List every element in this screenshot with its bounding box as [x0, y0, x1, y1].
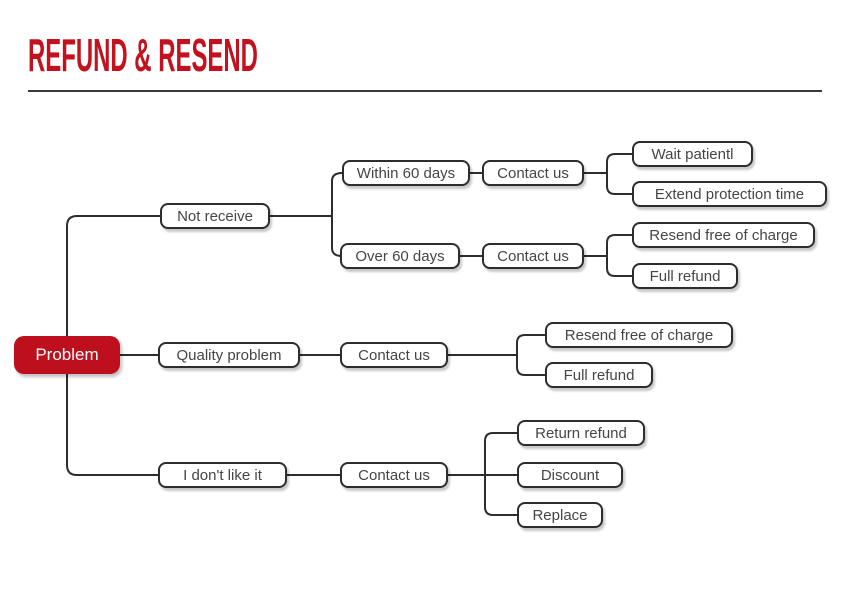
node-quality-problem: Quality problem [158, 342, 300, 368]
node-i-dont-like-it: I don't like it [158, 462, 287, 488]
node-extend-protection-time: Extend protection time [632, 181, 827, 207]
connector-split-resend2 [516, 334, 545, 376]
node-not-receive: Not receive [160, 203, 270, 229]
node-resend-free-of-charge-2: Resend free of charge [545, 322, 733, 348]
node-full-refund-2: Full refund [545, 362, 653, 388]
connector-split-resend1 [606, 234, 632, 277]
connector-split-return [484, 432, 517, 516]
node-replace: Replace [517, 502, 603, 528]
node-contact-us-1: Contact us [482, 160, 584, 186]
node-contact-us-4: Contact us [340, 462, 448, 488]
node-discount: Discount [517, 462, 623, 488]
node-full-refund-1: Full refund [632, 263, 738, 289]
connector-split-60days [331, 172, 343, 257]
node-resend-free-of-charge-1: Resend free of charge [632, 222, 815, 248]
title-underline [28, 90, 822, 92]
node-contact-us-2: Contact us [482, 243, 584, 269]
page-title: REFUND & RESEND [28, 29, 258, 81]
node-over-60-days: Over 60 days [340, 243, 460, 269]
connector-split-wait [606, 153, 632, 195]
node-return-refund: Return refund [517, 420, 645, 446]
node-problem: Problem [14, 336, 120, 374]
node-within-60-days: Within 60 days [342, 160, 470, 186]
node-wait-patientl: Wait patientl [632, 141, 753, 167]
node-contact-us-3: Contact us [340, 342, 448, 368]
